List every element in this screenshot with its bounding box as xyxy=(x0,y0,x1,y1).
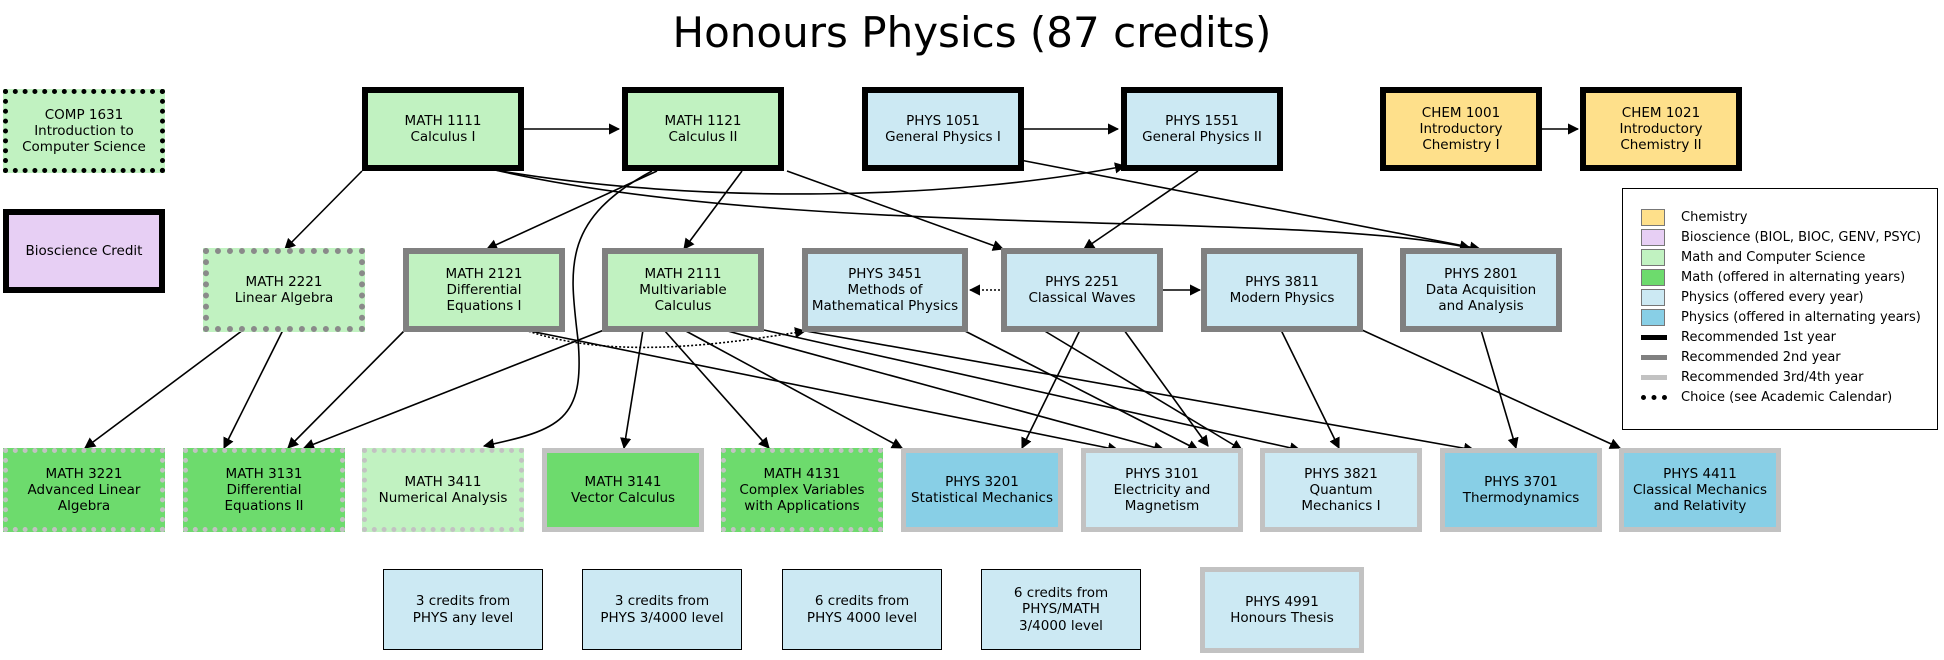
course-phys3701[interactable]: PHYS 3701 Thermodynamics xyxy=(1440,448,1602,532)
course-math1121[interactable]: MATH 1121 Calculus II xyxy=(622,87,784,171)
course-phys1551[interactable]: PHYS 1551 General Physics II xyxy=(1121,87,1283,171)
edge-phys3451-phys3701 xyxy=(799,329,1476,454)
legend-item-math-cs: Math and Computer Science xyxy=(1641,247,1937,267)
legend-swatch-phys-alt xyxy=(1641,308,1665,326)
edge-math2111-phys3821 xyxy=(763,329,1302,454)
legend-line-year1 xyxy=(1641,334,1667,340)
edge-phys3811-phys3821 xyxy=(1280,329,1340,450)
legend-item-math-alt: Math (offered in alternating years) xyxy=(1641,267,1937,287)
legend-item-year34: Recommended 3rd/4th year xyxy=(1641,367,1937,387)
legend-item-choice: Choice (see Academic Calendar) xyxy=(1641,387,1937,407)
edge-math1111-phys2801 xyxy=(494,169,1472,252)
legend: Chemistry Bioscience (BIOL, BIOC, GENV, … xyxy=(1622,188,1938,430)
edge-math2121-math3131 xyxy=(287,329,406,449)
edge-math2111-math3141 xyxy=(620,329,644,450)
edge-math1121-math2111 xyxy=(683,170,743,250)
course-math3141[interactable]: MATH 3141 Vector Calculus xyxy=(542,448,704,532)
elective-phys-math-3-4000[interactable]: 6 credits from PHYS/MATH 3/4000 level xyxy=(981,569,1141,650)
diagram-title: Honours Physics (87 credits) xyxy=(672,8,1272,57)
edge-math2111-phys3101 xyxy=(723,329,1166,453)
course-chem1021[interactable]: CHEM 1021 Introductory Chemistry II xyxy=(1580,87,1742,171)
course-phys1051[interactable]: PHYS 1051 General Physics I xyxy=(862,87,1024,171)
elective-phys-any-level[interactable]: 3 credits from PHYS any level xyxy=(383,569,543,650)
course-math3221[interactable]: MATH 3221 Advanced Linear Algebra xyxy=(3,448,165,532)
legend-swatch-math-cs xyxy=(1641,248,1665,266)
edge-phys3811-phys4411 xyxy=(1361,329,1622,449)
edge-math2121-phys3101 xyxy=(524,329,1120,454)
course-math2111[interactable]: MATH 2111 Multivariable Calculus xyxy=(602,248,764,332)
edge-math1111-phys1551 xyxy=(494,162,1127,195)
edge-math1111-math2221 xyxy=(284,170,363,250)
course-math2221[interactable]: MATH 2221 Linear Algebra xyxy=(203,248,365,332)
legend-line-choice xyxy=(1641,394,1667,400)
edge-phys1051-phys2801 xyxy=(1019,159,1482,253)
edge-phys2251-phys3201 xyxy=(1021,329,1081,450)
course-phys4991[interactable]: PHYS 4991 Honours Thesis xyxy=(1200,567,1364,653)
edge-phys2801-phys3701 xyxy=(1480,329,1519,450)
legend-swatch-bioscience xyxy=(1641,228,1665,246)
course-phys3811[interactable]: PHYS 3811 Modern Physics xyxy=(1201,248,1363,332)
elective-phys-3-4000[interactable]: 3 credits from PHYS 3/4000 level xyxy=(582,569,742,650)
edge-phys2251-phys3101 xyxy=(1123,329,1209,447)
edge-math2111-phys3201 xyxy=(683,329,903,449)
legend-swatch-chemistry xyxy=(1641,208,1665,226)
course-comp1631[interactable]: COMP 1631 Introduction to Computer Scien… xyxy=(3,89,165,173)
legend-swatch-phys-every xyxy=(1641,288,1665,306)
legend-swatch-math-alt xyxy=(1641,268,1665,286)
course-phys2251[interactable]: PHYS 2251 Classical Waves xyxy=(1001,248,1163,332)
course-phys4411[interactable]: PHYS 4411 Classical Mechanics and Relati… xyxy=(1619,448,1781,532)
course-bioscience-credit[interactable]: Bioscience Credit xyxy=(3,209,165,293)
course-math4131[interactable]: MATH 4131 Complex Variables with Applica… xyxy=(721,448,883,532)
edge-math2121-phys3451-choice xyxy=(524,327,807,349)
edge-phys3451-phys3101 xyxy=(962,329,1199,451)
course-phys3821[interactable]: PHYS 3821 Quantum Mechanics I xyxy=(1260,448,1422,532)
legend-item-phys-every: Physics (offered every year) xyxy=(1641,287,1937,307)
elective-phys-4000[interactable]: 6 credits from PHYS 4000 level xyxy=(782,569,942,650)
course-math2121[interactable]: MATH 2121 Differential Equations I xyxy=(403,248,565,332)
edge-math2111-math4131 xyxy=(663,329,770,449)
edge-phys2251-phys3821 xyxy=(1042,329,1243,451)
course-phys3101[interactable]: PHYS 3101 Electricity and Magnetism xyxy=(1081,448,1243,532)
legend-item-year1: Recommended 1st year xyxy=(1641,327,1937,347)
course-math1111[interactable]: MATH 1111 Calculus I xyxy=(362,87,524,171)
edge-phys1551-phys2251 xyxy=(1083,170,1199,250)
legend-item-chemistry: Chemistry xyxy=(1641,207,1937,227)
course-phys3201[interactable]: PHYS 3201 Statistical Mechanics xyxy=(901,448,1063,532)
edge-math1121-phys2251 xyxy=(786,170,1005,251)
course-chem1001[interactable]: CHEM 1001 Introductory Chemistry I xyxy=(1380,87,1542,171)
legend-item-year2: Recommended 2nd year xyxy=(1641,347,1937,367)
legend-line-year2 xyxy=(1641,354,1667,360)
course-math3131[interactable]: MATH 3131 Differential Equations II xyxy=(183,448,345,532)
course-phys2801[interactable]: PHYS 2801 Data Acquisition and Analysis xyxy=(1400,248,1562,332)
legend-item-phys-alt: Physics (offered in alternating years) xyxy=(1641,307,1937,327)
course-phys3451[interactable]: PHYS 3451 Methods of Mathematical Physic… xyxy=(802,248,968,332)
legend-line-year34 xyxy=(1641,374,1667,380)
legend-item-bioscience: Bioscience (BIOL, BIOC, GENV, PSYC) xyxy=(1641,227,1937,247)
edge-math2111-math3131 xyxy=(302,329,605,450)
course-math3411[interactable]: MATH 3411 Numerical Analysis xyxy=(362,448,524,532)
edge-math2221-math3131 xyxy=(223,329,284,450)
edge-math2221-math3221 xyxy=(84,329,244,449)
